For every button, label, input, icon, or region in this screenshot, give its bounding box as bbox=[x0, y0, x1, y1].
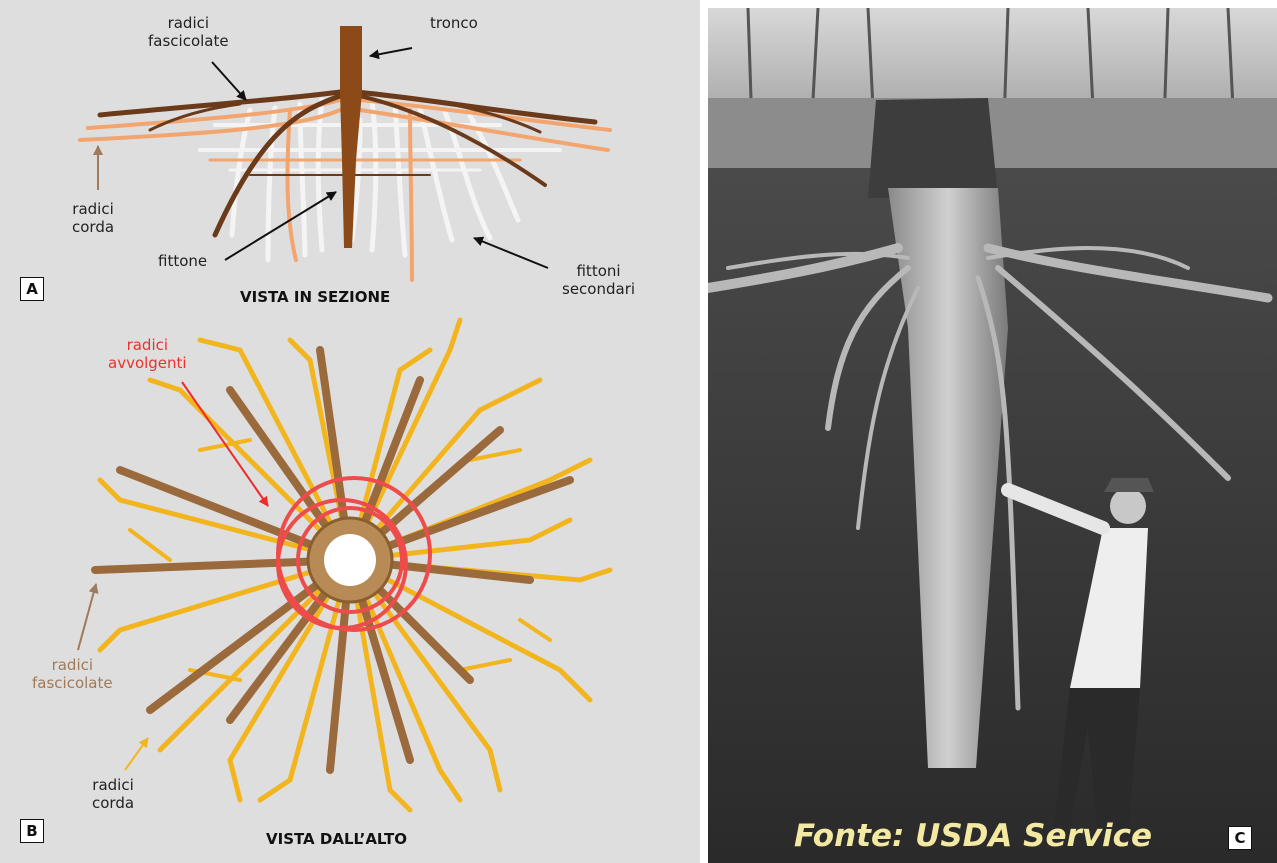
badge-c: C bbox=[1228, 826, 1252, 850]
section-view-roots bbox=[80, 26, 610, 280]
man-hat bbox=[1104, 478, 1154, 492]
label-line: secondari bbox=[562, 280, 635, 298]
label-line: radici bbox=[148, 14, 229, 32]
label-radici-fascicolate-b: radici fascicolate bbox=[32, 656, 113, 692]
top-view-roots bbox=[95, 320, 610, 810]
stump-photo bbox=[708, 8, 1277, 863]
label-fittoni-secondari: fittoni secondari bbox=[562, 262, 635, 298]
title-vista-in-sezione: VISTA IN SEZIONE bbox=[240, 288, 390, 306]
photo-panel: C Fonte: USDA Service bbox=[708, 8, 1277, 863]
label-fittone: fittone bbox=[158, 252, 207, 270]
stump-center bbox=[324, 534, 376, 586]
label-radici-fascicolate-a: radici fascicolate bbox=[148, 14, 229, 50]
arrow-radici-fascicolate bbox=[212, 62, 246, 100]
label-line: radici bbox=[108, 336, 187, 354]
title-vista-dall-alto: VISTA DALL’ALTO bbox=[266, 830, 407, 848]
arrow-radici-corda-b bbox=[125, 738, 148, 770]
badge-a: A bbox=[20, 277, 44, 301]
label-radici-corda-b: radici corda bbox=[92, 776, 134, 812]
man-head bbox=[1110, 488, 1146, 524]
diagram-panel: tronco radici fascicolate radici corda f… bbox=[0, 0, 700, 863]
trunk bbox=[340, 26, 362, 96]
fittoni-secondari-roots bbox=[200, 100, 560, 260]
stump-top bbox=[868, 98, 998, 198]
diagram-drawing bbox=[0, 0, 700, 863]
label-line: radici bbox=[32, 656, 113, 674]
label-line: corda bbox=[72, 218, 114, 236]
photo-credit: Fonte: USDA Service bbox=[794, 818, 1152, 854]
label-line: fittoni bbox=[562, 262, 635, 280]
label-line: avvolgenti bbox=[108, 354, 187, 372]
arrow-radici-avvolgenti bbox=[182, 382, 268, 506]
label-radici-corda-a: radici corda bbox=[72, 200, 114, 236]
label-line: fascicolate bbox=[148, 32, 229, 50]
label-line: fascicolate bbox=[32, 674, 113, 692]
label-line: radici bbox=[72, 200, 114, 218]
label-line: corda bbox=[92, 794, 134, 812]
arrow-tronco bbox=[370, 48, 412, 56]
badge-b: B bbox=[20, 819, 44, 843]
label-radici-avvolgenti: radici avvolgenti bbox=[108, 336, 187, 372]
arrow-fittoni-secondari bbox=[474, 238, 548, 268]
label-line: radici bbox=[92, 776, 134, 794]
arrow-radici-fascicolate-b bbox=[78, 584, 96, 650]
label-tronco: tronco bbox=[430, 14, 478, 32]
